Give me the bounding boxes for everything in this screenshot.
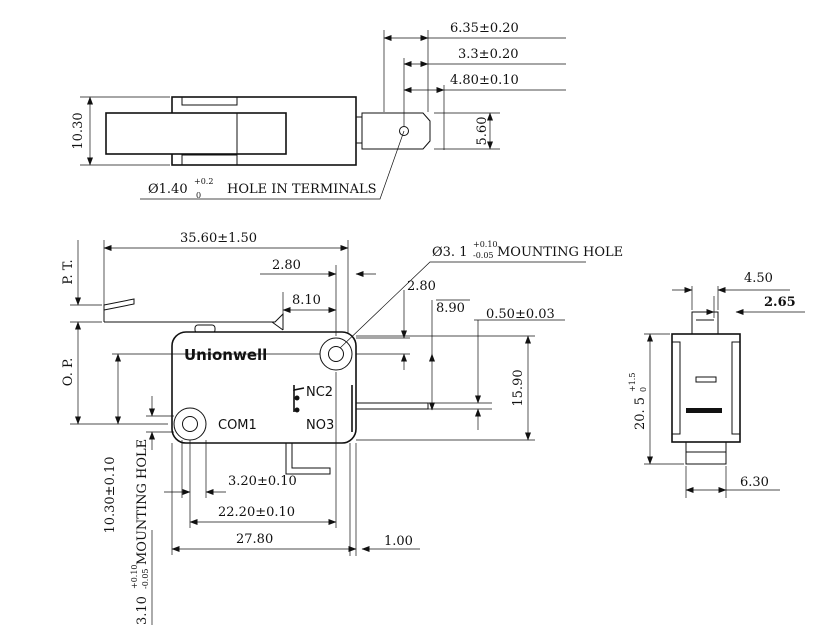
brand-logo-text: Unionwell: [184, 346, 267, 364]
mount-left-tol-lower: -0.05: [141, 568, 150, 589]
hole-terminals-tol-upper: +0.2: [194, 177, 213, 186]
mount-left-tol-upper: +0.10: [130, 564, 139, 589]
dim-6-35: 6.35±0.20: [450, 21, 519, 36]
dim-20-5-tol-upper: +1.5: [628, 373, 637, 392]
dim-27-80: 27.80: [236, 532, 273, 547]
side-view-dimensions: [644, 286, 805, 498]
dim-2-65: 2.65: [764, 295, 796, 310]
mount-left-label: MOUNTING HOLE: [135, 439, 150, 565]
mount-top-tol-upper: +0.10: [473, 240, 498, 249]
dim-20-5-tol-lower: 0: [639, 387, 648, 392]
hole-terminals-label: HOLE IN TERMINALS: [227, 182, 377, 197]
label-op: O. P.: [61, 358, 76, 386]
dim-10-30-top: 10.30: [71, 112, 86, 149]
pin-label-no: NO3: [306, 418, 334, 433]
dim-20-5-base: 20. 5: [633, 397, 648, 430]
hole-terminals-tol-lower: 0: [196, 191, 201, 200]
dim-4-80: 4.80±0.10: [450, 73, 519, 88]
mount-top-base: Ø3. 1: [432, 245, 467, 260]
mount-top-tol-lower: -0.05: [473, 251, 494, 260]
dim-10-30-left: 10.30±0.10: [103, 456, 118, 533]
top-view-dimensions: [80, 30, 566, 200]
top-view-switch-body: [105, 96, 431, 166]
dim-35-60: 35.60±1.50: [180, 231, 257, 246]
pin-label-com: COM1: [218, 418, 257, 433]
side-view-switch-body: [671, 311, 741, 465]
mount-top-label: MOUNTING HOLE: [497, 245, 623, 260]
dim-2-80-horizontal: 2.80: [272, 258, 301, 273]
mount-left-base: 3.10: [135, 596, 150, 625]
front-view-dimensions: [70, 240, 586, 625]
label-pt: P. T.: [61, 259, 76, 284]
dim-5-60: 5.60: [475, 117, 490, 146]
front-view: 35.60±1.50 2.80 8.10 2.80 8.90 0.50±0.03…: [61, 231, 623, 625]
dim-2-80-vertical: 2.80: [407, 279, 436, 294]
dim-3-3: 3.3±0.20: [458, 47, 519, 62]
dim-22-20: 22.20±0.10: [218, 505, 295, 520]
side-view: 4.50 2.65 20. 5 +1.5 0 6.30: [628, 271, 805, 498]
dim-8-10: 8.10: [292, 293, 321, 308]
pin-label-nc: NC2: [306, 385, 333, 400]
top-view: 6.35±0.20 3.3±0.20 4.80±0.10 10.30 5.60 …: [71, 21, 566, 200]
front-view-switch-body: [103, 298, 429, 555]
hole-terminals-base: Ø1.40: [148, 182, 188, 197]
dim-0-50: 0.50±0.03: [486, 307, 555, 322]
dim-3-20: 3.20±0.10: [228, 474, 297, 489]
dim-6-30: 6.30: [740, 475, 769, 490]
dim-1-00: 1.00: [384, 534, 413, 549]
dim-15-90: 15.90: [511, 369, 526, 406]
dim-4-50: 4.50: [744, 271, 773, 286]
dim-8-90: 8.90: [436, 301, 465, 316]
